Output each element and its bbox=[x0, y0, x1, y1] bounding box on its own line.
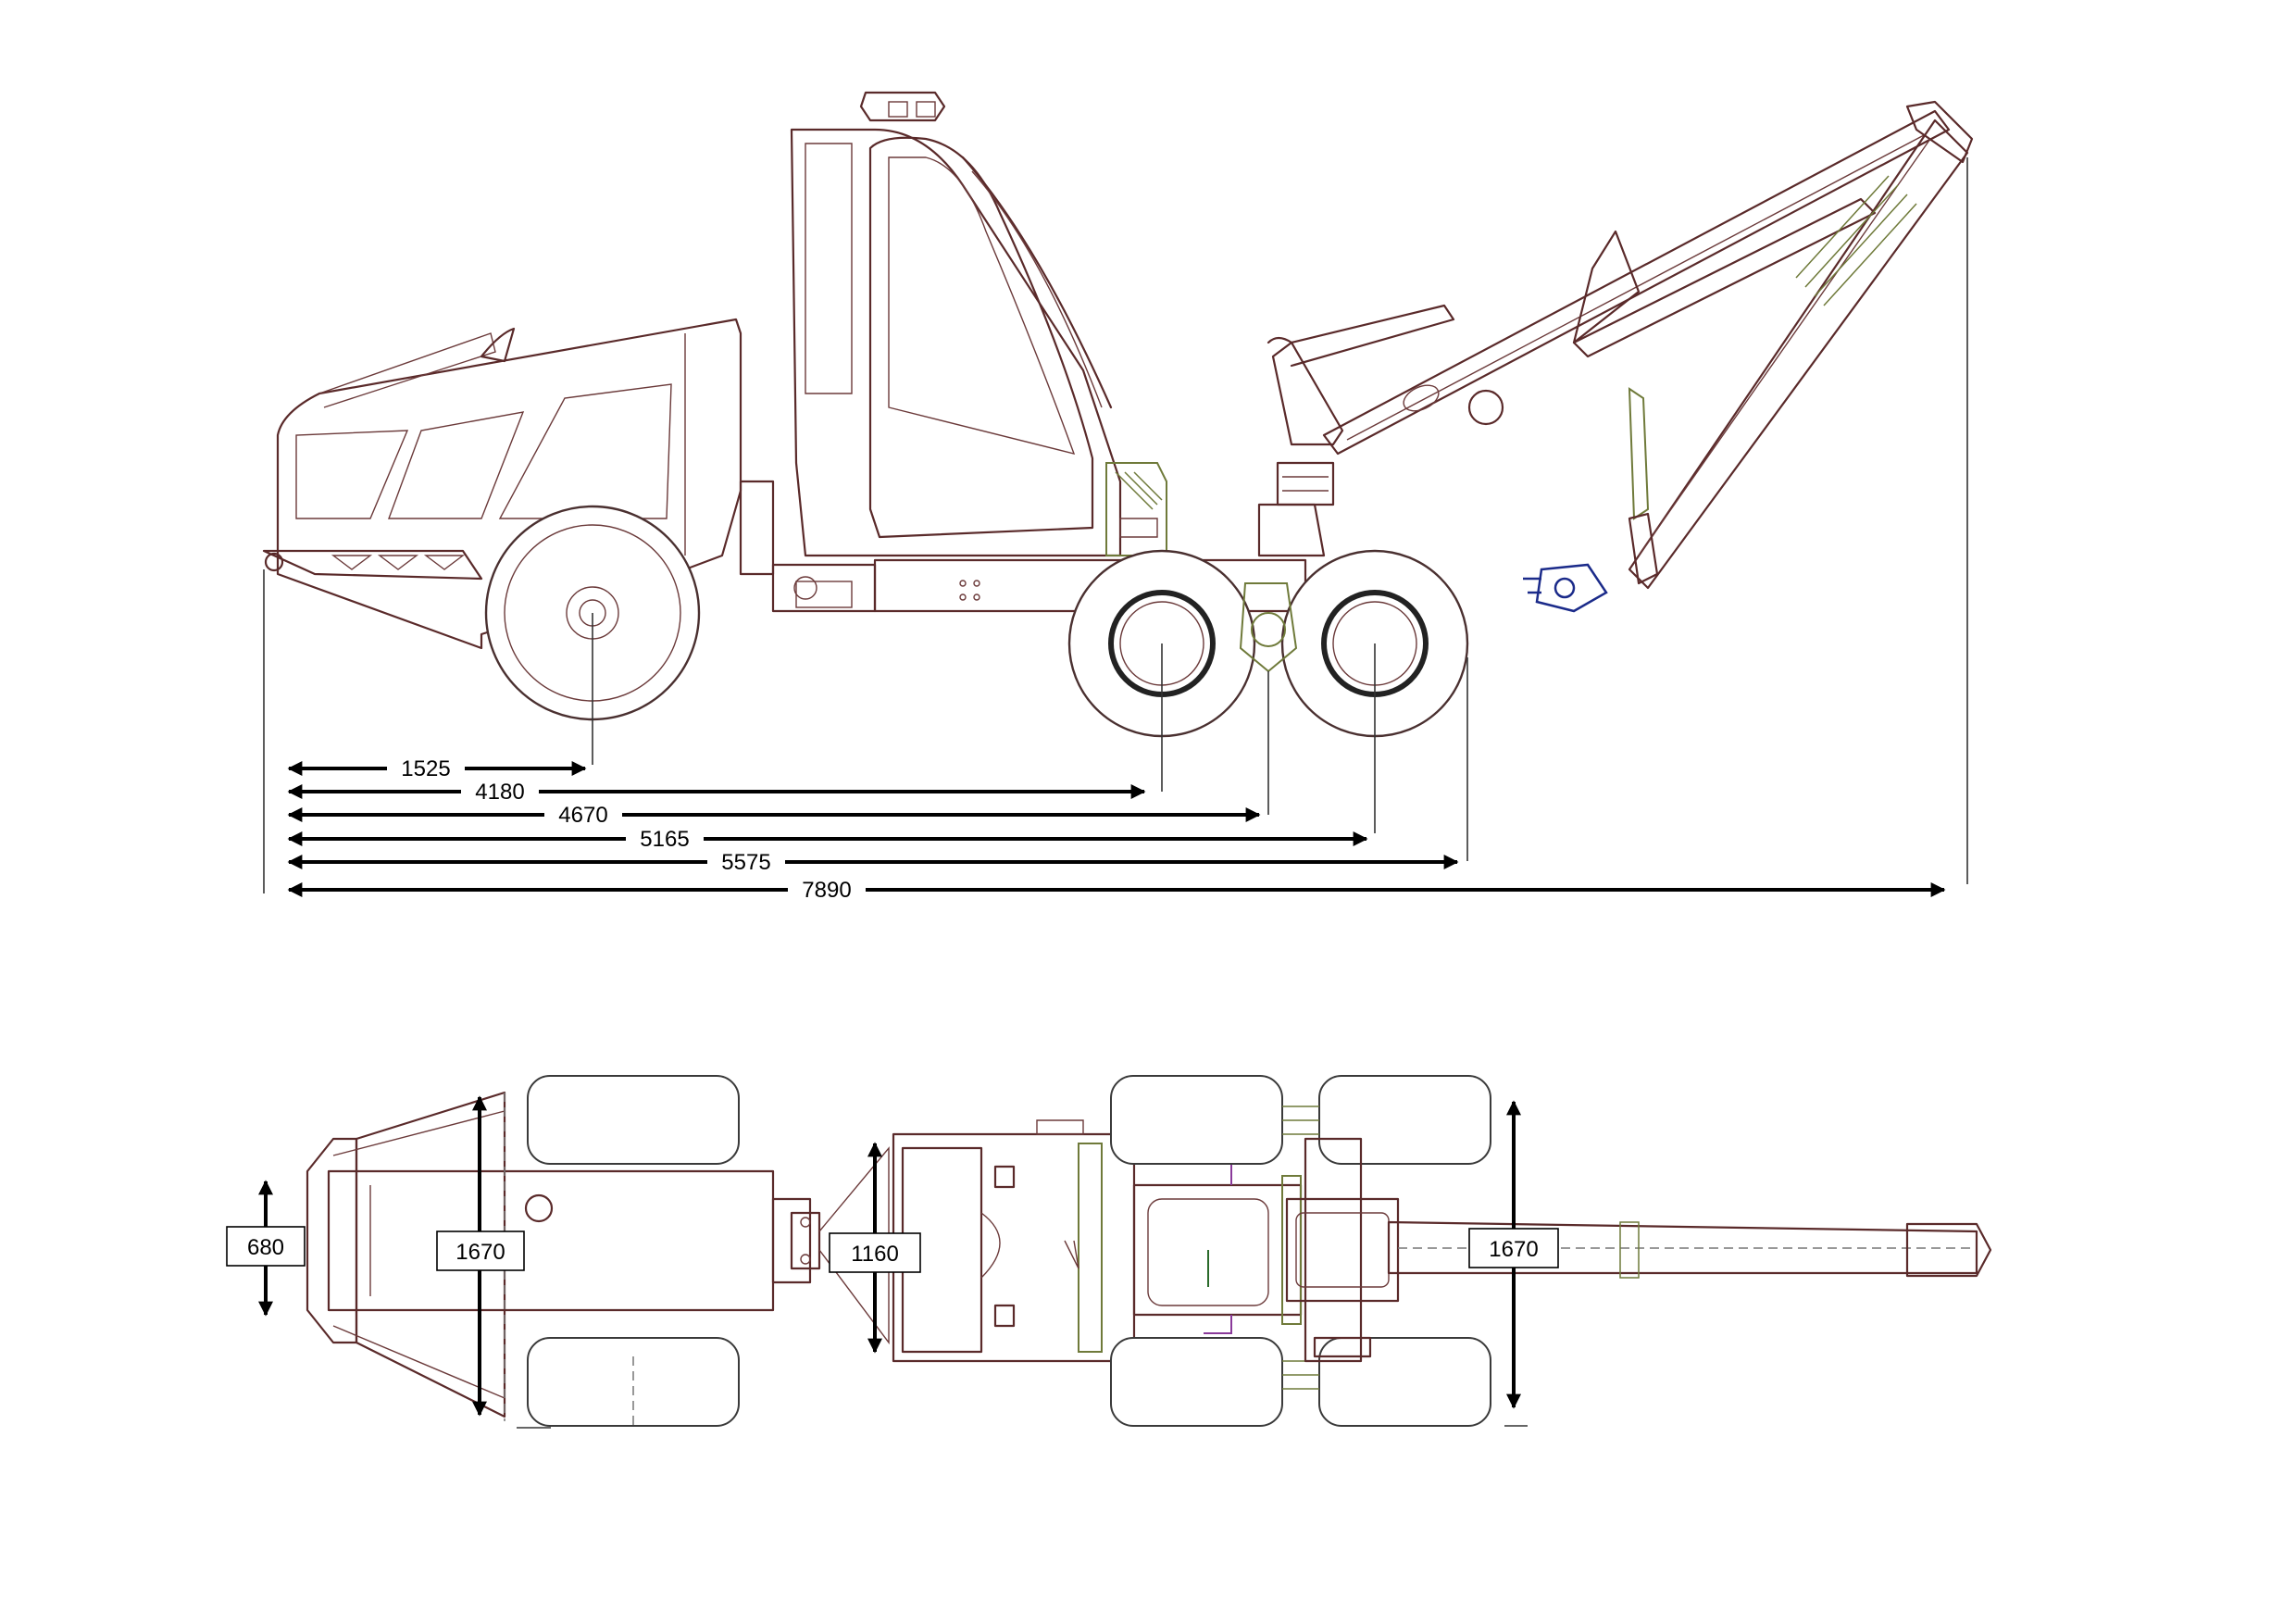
dim-label-1670-front: 1670 bbox=[455, 1240, 505, 1265]
dim-label-4670: 4670 bbox=[558, 803, 607, 828]
front-right-wheel-top bbox=[527, 1337, 740, 1427]
bogie-rear-right-wheel-top bbox=[1318, 1337, 1491, 1427]
dim-label-1670-rear: 1670 bbox=[1489, 1237, 1538, 1262]
side-view bbox=[262, 91, 1974, 893]
dim-box-1670-rear bbox=[1468, 1228, 1559, 1268]
side-dimension-arrows: 1525 4180 4670 5165 5575 7890 bbox=[287, 754, 1946, 903]
bogie-front-right-wheel-top bbox=[1110, 1337, 1283, 1427]
dim-label-680: 680 bbox=[247, 1235, 284, 1260]
dim-label-1160: 1160 bbox=[851, 1242, 899, 1267]
dim-box-1670-front bbox=[436, 1230, 525, 1271]
dim-label-bg-5575 bbox=[707, 847, 785, 875]
dim-box-1160 bbox=[829, 1232, 921, 1273]
crane-top bbox=[1285, 1137, 1992, 1363]
top-dimension-arrows: 680 1670 1160 1670 bbox=[226, 1095, 1559, 1417]
dim-label-4180: 4180 bbox=[475, 780, 524, 805]
dim-label-1525: 1525 bbox=[401, 756, 450, 781]
top-view bbox=[306, 1075, 1992, 1430]
bogie-rear-wheel bbox=[1280, 549, 1469, 833]
dim-label-5575: 5575 bbox=[721, 850, 770, 875]
dim-label-7890: 7890 bbox=[802, 878, 851, 903]
dim-label-bg-7890 bbox=[788, 875, 866, 903]
front-left-wheel-top bbox=[527, 1075, 740, 1165]
dim-label-5165: 5165 bbox=[640, 827, 689, 852]
dim-label-bg-5165 bbox=[626, 824, 704, 852]
cab bbox=[790, 91, 1122, 557]
harvester-head bbox=[1523, 563, 1608, 613]
bogie-tracks bbox=[1282, 1106, 1319, 1390]
bogie-front-left-wheel-top bbox=[1110, 1075, 1283, 1165]
bogie-rear-left-wheel-top bbox=[1318, 1075, 1491, 1165]
articulation-joint bbox=[739, 480, 877, 613]
rear-frame-top bbox=[1132, 1161, 1303, 1334]
dim-label-bg-4180 bbox=[461, 777, 539, 805]
bogie-center bbox=[1239, 582, 1298, 815]
dim-label-bg-4670 bbox=[544, 800, 622, 828]
front-wheel bbox=[484, 505, 701, 765]
cab-top bbox=[892, 1119, 1136, 1363]
dim-box-680 bbox=[226, 1226, 306, 1267]
bogie-front-wheel bbox=[1067, 549, 1256, 792]
crane bbox=[1257, 100, 1974, 590]
dim-label-bg-1525 bbox=[387, 754, 465, 781]
